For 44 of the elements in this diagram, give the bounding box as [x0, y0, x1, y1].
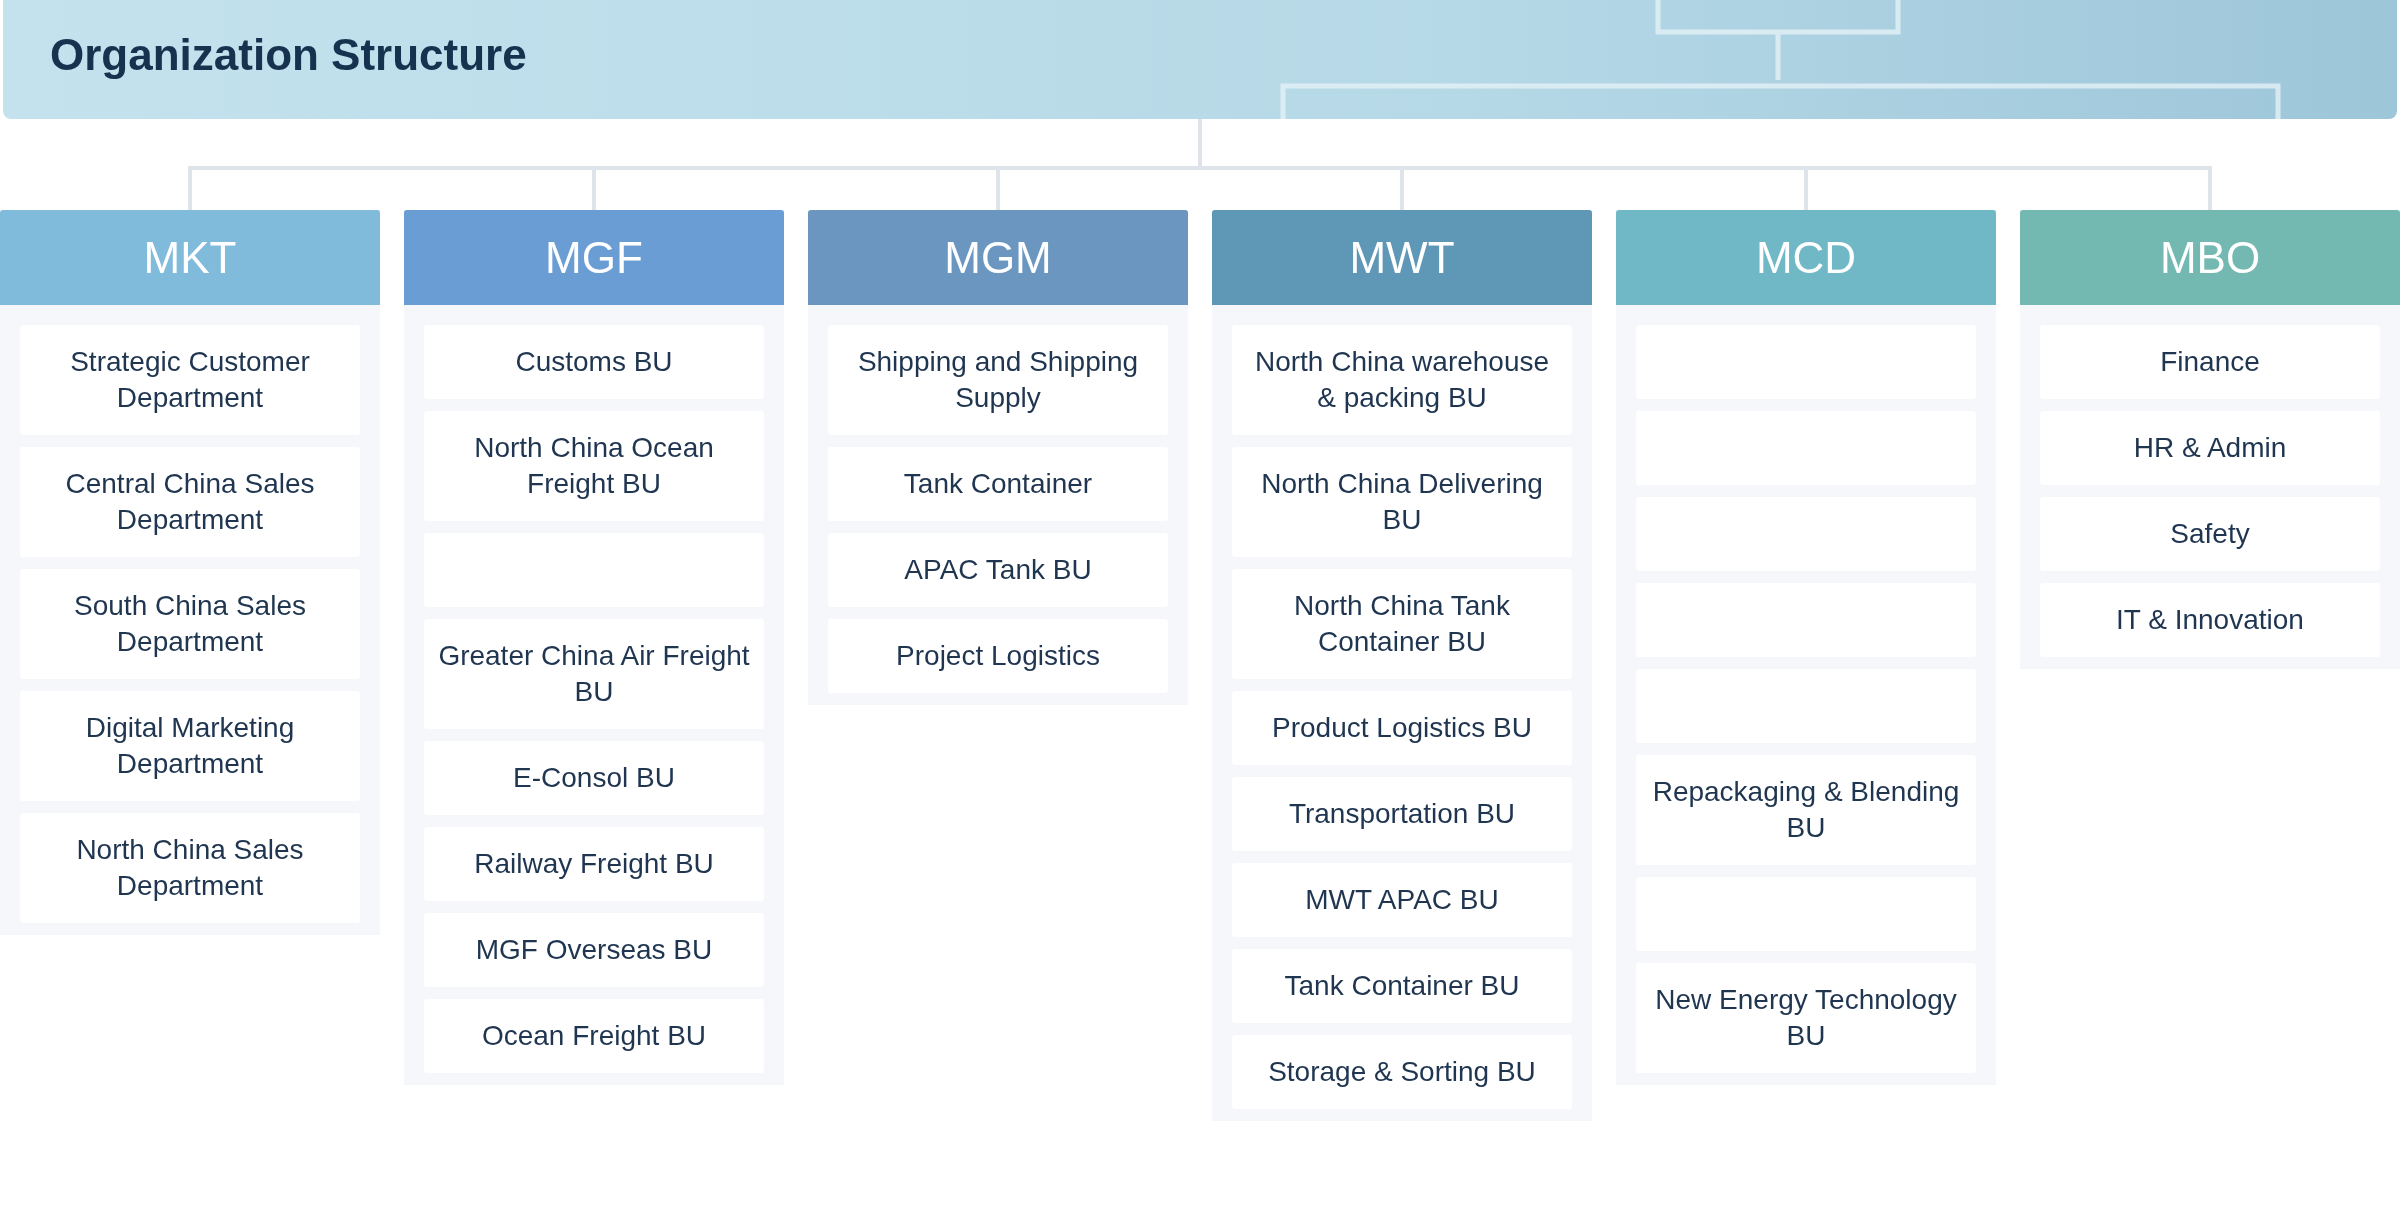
department-header: MCD [1616, 210, 1996, 305]
unit-box: Transportation BU [1232, 777, 1572, 851]
unit-box: MWT APAC BU [1232, 863, 1572, 937]
unit-box: South China Sales Department [20, 569, 360, 679]
unit-box: E-Consol BU [424, 741, 764, 815]
department-panel [1616, 210, 1996, 1085]
unit-box: Finance [2040, 325, 2380, 399]
banner-label: Organization Structure [50, 30, 527, 80]
department-header: MKT [0, 210, 380, 305]
unit-box: MGF Overseas BU [424, 913, 764, 987]
unit-box: Tank Container [828, 447, 1168, 521]
unit-box: North China Sales Department [20, 813, 360, 923]
unit-box: APAC Tank BU [828, 533, 1168, 607]
unit-box: Central China Sales Department [20, 447, 360, 557]
title-banner [3, 0, 2397, 119]
unit-box: Storage & Sorting BU [1232, 1035, 1572, 1109]
unit-box: Ocean Freight BU [424, 999, 764, 1073]
department-panel [1212, 210, 1592, 1121]
department-header: MBO [2020, 210, 2400, 305]
unit-box: North China Tank Container BU [1232, 569, 1572, 679]
unit-box: Shipping and Shipping Supply [828, 325, 1168, 435]
unit-box: Digital Marketing Department [20, 691, 360, 801]
unit-box: Railway Freight BU [424, 827, 764, 901]
unit-box: IT & Innovation [2040, 583, 2380, 657]
unit-box: North China Ocean Freight BU [424, 411, 764, 521]
unit-box: Customs BU [424, 325, 764, 399]
department-header: MWT [1212, 210, 1592, 305]
unit-box: Repackaging & Blending BU [1636, 755, 1976, 865]
department-panel [404, 210, 784, 1085]
unit-box: Tank Container BU [1232, 949, 1572, 1023]
unit-box: North China Delivering BU [1232, 447, 1572, 557]
unit-box: Greater China Air Freight BU [424, 619, 764, 729]
department-header: MGM [808, 210, 1188, 305]
unit-box: HR & Admin [2040, 411, 2380, 485]
unit-box: Project Logistics [828, 619, 1168, 693]
department-panel [2020, 210, 2400, 669]
unit-box: New Energy Technology BU [1636, 963, 1976, 1073]
department-panel [808, 210, 1188, 705]
unit-box: Strategic Customer Department [20, 325, 360, 435]
unit-box: Product Logistics BU [1232, 691, 1572, 765]
department-panel [0, 210, 380, 935]
unit-box: Safety [2040, 497, 2380, 571]
department-header: MGF [404, 210, 784, 305]
unit-box: North China warehouse & packing BU [1232, 325, 1572, 435]
